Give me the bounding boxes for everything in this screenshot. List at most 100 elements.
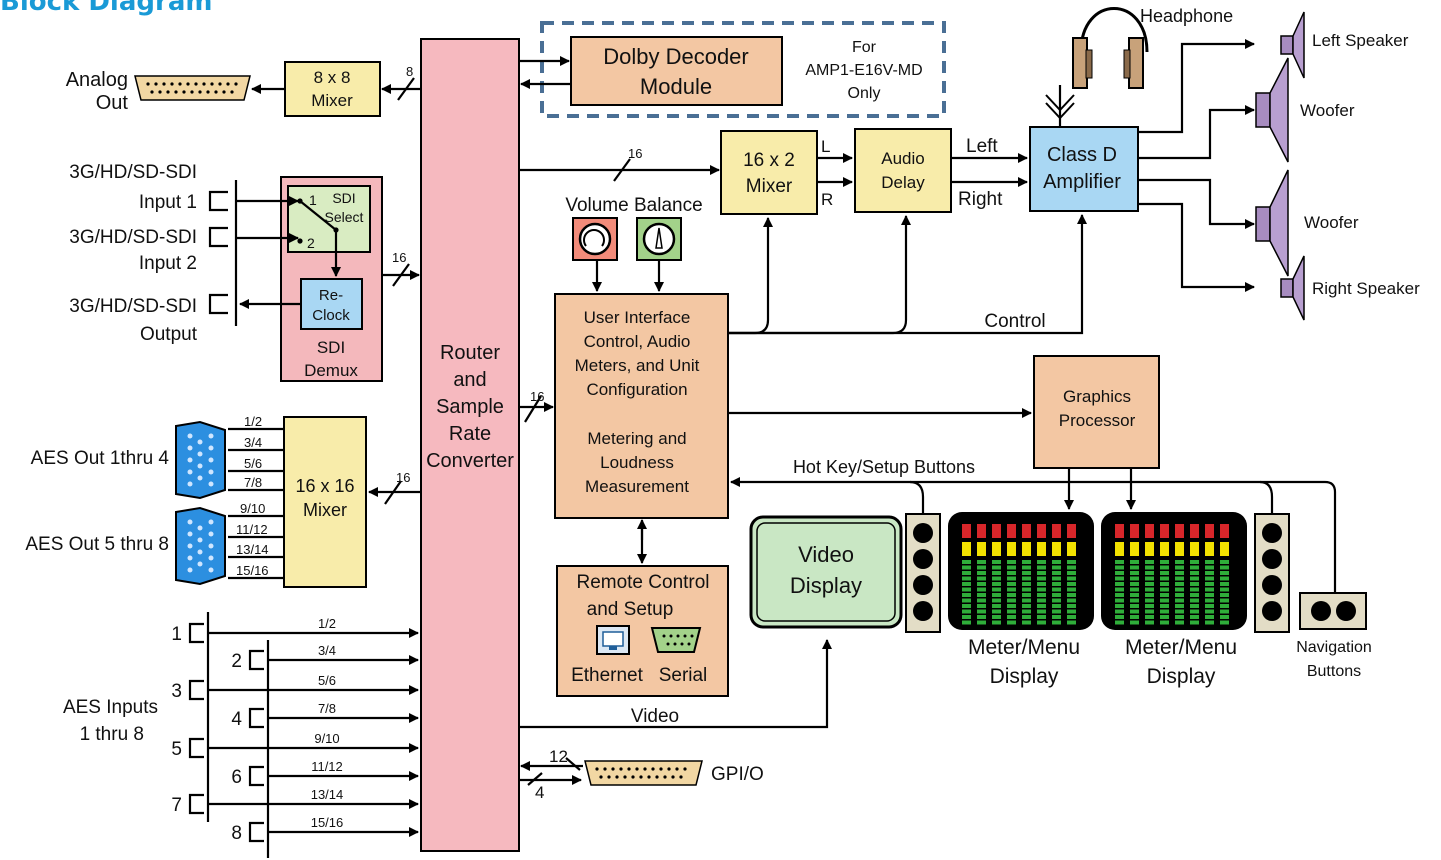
meter-bar-level [1175, 571, 1184, 575]
meter-bar-level [1115, 620, 1124, 625]
meter-bar-level [1145, 587, 1154, 592]
aes-in-number: 4 [231, 709, 242, 730]
mixer-8x8-label-1: 8 x 8 [314, 68, 351, 87]
audio-delay-label-1: Audio [881, 149, 924, 168]
control-label: Control [984, 311, 1045, 332]
meter-bar-level [962, 620, 971, 625]
graphics-label-2: Processor [1059, 411, 1136, 430]
left-speaker-label: Left Speaker [1312, 31, 1409, 50]
meter-bar-level [1145, 598, 1154, 603]
bnc-connector-icon [188, 793, 204, 815]
mixer-16x16-box [283, 416, 367, 588]
gpio-bus-out: 4 [535, 783, 544, 802]
meter-bar-level [1067, 615, 1076, 619]
left-speaker-icon [1280, 11, 1305, 79]
mixer-8x8-box [284, 61, 381, 117]
dolby-label-1: Dolby Decoder [603, 44, 749, 69]
aes-in-pair: 5/6 [318, 673, 336, 688]
meter-bar-level [1052, 604, 1061, 608]
meter-bar-level [1175, 615, 1184, 619]
aes-in-pair: 1/2 [318, 616, 336, 631]
meter-bar-level [1022, 620, 1031, 625]
meter-bar-level [1130, 620, 1139, 625]
meter-bar-level [1022, 565, 1031, 570]
video-display-label-2: Display [790, 573, 862, 598]
meter-bar-level [1007, 576, 1016, 581]
meter-bar-level [1190, 560, 1199, 564]
meter-bar-warn [1037, 542, 1046, 556]
meter-bar-level [1022, 604, 1031, 608]
meter-bar-warn [1160, 542, 1169, 556]
meter-bar-level [1115, 571, 1124, 575]
meter-bar-level [1115, 582, 1124, 586]
bnc-connector-icon [188, 737, 204, 759]
meter-bar-level [1145, 609, 1154, 614]
meter-bar-warn [992, 542, 1001, 556]
meter-bar-level [977, 565, 986, 570]
meter-bar-level [992, 571, 1001, 575]
woofer-2-label: Woofer [1304, 213, 1359, 232]
meter-bar-level [1205, 598, 1214, 603]
sdi-input-1-label-b: Input 1 [139, 192, 197, 213]
bnc-connector-icon [188, 622, 204, 644]
meter-bar-level [1160, 604, 1169, 608]
meter-bar-level [1007, 582, 1016, 586]
aes-in-label-2: 1 thru 8 [80, 724, 144, 745]
meter-2-label-2: Display [1147, 665, 1216, 688]
meter-bar-level [1007, 571, 1016, 575]
meter-bar-level [1052, 576, 1061, 581]
bnc-connector-icon [248, 707, 264, 729]
ui-control-box [554, 293, 729, 519]
dolby-note-1: For [852, 39, 877, 56]
analog-out-label-1: Analog [66, 69, 128, 91]
meter-bar-warn [1007, 542, 1016, 556]
meter-bar-warn [977, 542, 986, 556]
meter-bar-level [1022, 582, 1031, 586]
meter-bar-level [977, 576, 986, 581]
meter-bar-peak [1130, 524, 1139, 538]
aes-out-bus-width: 16 [396, 470, 410, 485]
hotkey-label: Hot Key/Setup Buttons [793, 457, 975, 477]
meter-bar-level [1190, 604, 1199, 608]
meter-bar-level [1037, 560, 1046, 564]
meter-bar-warn [1205, 542, 1214, 556]
meter-bar-level [1130, 593, 1139, 597]
audio-delay-label-2: Delay [881, 173, 925, 192]
meter-bar-level [1052, 582, 1061, 586]
router-label-2: and [453, 369, 486, 391]
meter-bar-level [962, 565, 971, 570]
meter-bar-level [1037, 593, 1046, 597]
meter-bar-peak [977, 524, 986, 538]
meter-bar-level [1037, 571, 1046, 575]
meter-bar-warn [1220, 542, 1229, 556]
video-line-label: Video [631, 706, 679, 727]
ui-control-label-4: Configuration [586, 380, 687, 399]
meter-bar-level [1052, 620, 1061, 625]
meter-bar-peak [962, 524, 971, 538]
sdi-select-pos-1: 1 [309, 192, 317, 208]
meter-bar-level [1130, 587, 1139, 592]
video-display-label-1: Video [798, 542, 854, 567]
meter-bar-level [1205, 571, 1214, 575]
analog-out-db25-connector-icon [134, 75, 251, 101]
meter-bar-level [1052, 615, 1061, 619]
meter-bar-level [1175, 598, 1184, 603]
aes-in-number: 5 [171, 739, 182, 760]
meter-bar-level [1037, 576, 1046, 581]
dolby-label-2: Module [640, 74, 712, 99]
amp-label-1: Class D [1047, 144, 1117, 166]
meter-bar-level [1160, 598, 1169, 603]
meter-bar-level [1160, 587, 1169, 592]
meter-bar-level [1130, 609, 1139, 614]
meter-bar-warn [1175, 542, 1184, 556]
ui-control-label-7: Measurement [585, 477, 689, 496]
meter-bar-peak [1052, 524, 1061, 538]
meter-bar-level [1145, 615, 1154, 619]
bnc-connector-icon [188, 679, 204, 701]
meter-bar-level [1130, 571, 1139, 575]
gpio-bus-in: 12 [549, 747, 568, 766]
class-d-amplifier-box [1029, 126, 1139, 212]
meter-bar-level [1160, 565, 1169, 570]
meter-bar-peak [1007, 524, 1016, 538]
aes-in-pair: 3/4 [318, 643, 336, 658]
